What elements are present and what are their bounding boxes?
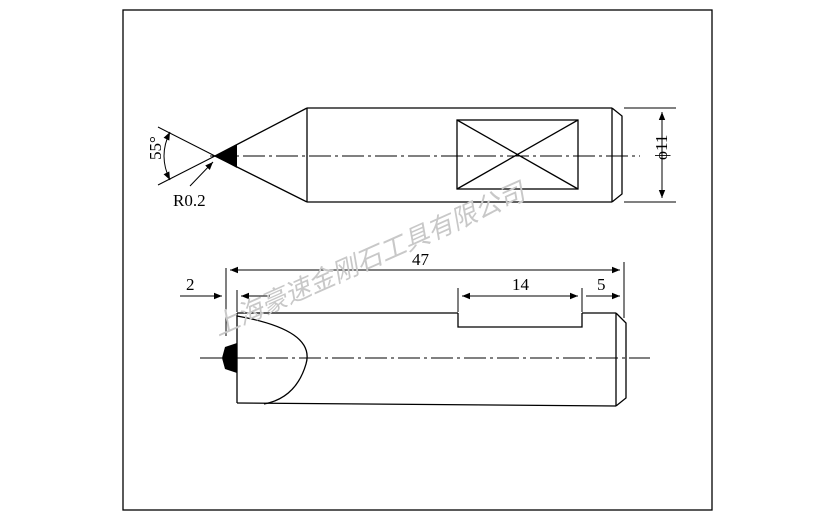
diamond-tip [215, 144, 237, 168]
radius-label: R0.2 [173, 191, 206, 210]
company-watermark: 上海豪速金刚石工具有限公司 [209, 176, 533, 342]
length-flat-label: 14 [512, 275, 530, 294]
body-chamfer-end [611, 107, 623, 203]
diameter-label: ϕ11 [652, 135, 671, 160]
angle-extension-lower [157, 155, 216, 186]
top-view: 55° R0.2 ϕ11 [146, 107, 676, 210]
shank-chamfer-end [615, 312, 627, 407]
length-tip-label: 2 [186, 275, 195, 294]
flat-diagonal-2 [456, 119, 579, 190]
diamond-insert [222, 343, 237, 373]
length-total-label: 47 [412, 250, 430, 269]
shank-bottom [236, 402, 617, 407]
flat-step [457, 313, 583, 328]
bottom-view: 47 14 5 2 [180, 250, 650, 407]
angle-arc [163, 131, 171, 181]
drawing-frame [122, 9, 713, 511]
angle-label: 55° [146, 136, 165, 160]
length-end-label: 5 [597, 275, 606, 294]
angle-extension-upper [157, 126, 216, 157]
tip-contour [236, 315, 308, 405]
flat-box [456, 119, 579, 190]
radius-leader [189, 161, 214, 187]
